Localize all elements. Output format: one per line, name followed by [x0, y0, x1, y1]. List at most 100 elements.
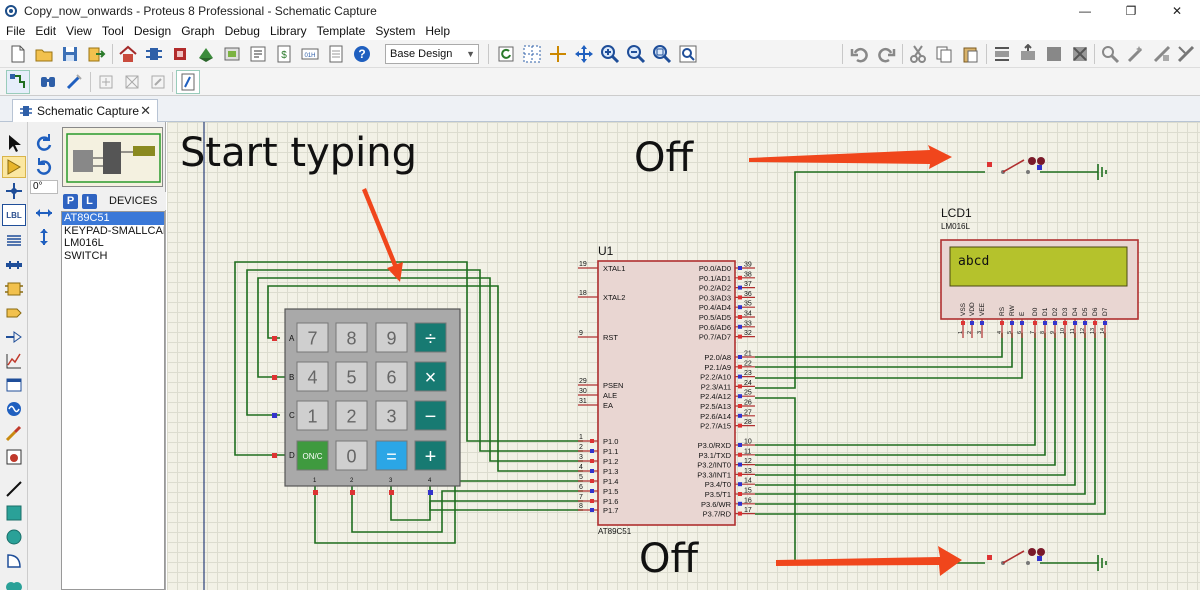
menu-template[interactable]: Template — [316, 24, 366, 38]
design-explorer-icon[interactable] — [246, 42, 270, 66]
wire-autorouter-icon[interactable] — [6, 70, 30, 94]
help-icon[interactable]: ? — [350, 42, 374, 66]
block-copy-icon[interactable] — [990, 42, 1014, 66]
save-icon[interactable] — [58, 42, 82, 66]
close-tab-icon[interactable]: ✕ — [140, 103, 151, 118]
zoom-area-icon[interactable] — [676, 42, 700, 66]
pan-icon[interactable] — [572, 42, 596, 66]
menu-debug[interactable]: Debug — [224, 24, 260, 38]
menu-file[interactable]: File — [6, 24, 26, 38]
cut-icon[interactable] — [906, 42, 930, 66]
device-item-at89c51[interactable]: AT89C51 — [62, 212, 164, 225]
bus-icon[interactable] — [2, 254, 26, 276]
make-device-icon[interactable] — [1124, 42, 1148, 66]
voltage-probe-icon[interactable] — [2, 422, 26, 444]
keypad-key[interactable] — [375, 322, 408, 353]
menu-design[interactable]: Design — [133, 24, 172, 38]
rotate-anticlockwise-icon[interactable] — [32, 156, 56, 178]
overview-window[interactable] — [62, 127, 163, 187]
box-tool-icon[interactable] — [2, 502, 26, 524]
device-pins-icon[interactable] — [2, 326, 26, 348]
keypad-key[interactable] — [335, 400, 368, 431]
menu-view[interactable]: View — [66, 24, 92, 38]
mirror-horizontal-icon[interactable] — [32, 202, 56, 224]
zoom-out-icon[interactable] — [624, 42, 648, 66]
remove-sheet-icon[interactable] — [120, 70, 144, 94]
keypad-key[interactable] — [335, 322, 368, 353]
tape-recorder-icon[interactable] — [2, 374, 26, 396]
keypad-key[interactable] — [414, 361, 447, 392]
new-file-icon[interactable] — [6, 42, 30, 66]
lcd-lm016l[interactable]: LCD1 LM016L abcd VSS1VDD2VEE3RS4RW5E6D07… — [940, 206, 1139, 338]
keypad-key[interactable] — [335, 361, 368, 392]
pick-devices-button[interactable]: P — [63, 193, 78, 209]
path-tool-icon[interactable] — [2, 574, 26, 590]
device-item-lm016l[interactable]: LM016L — [64, 237, 104, 249]
device-item-keypad[interactable]: KEYPAD-SMALLCALC — [64, 224, 164, 237]
electrical-rule-check-icon[interactable] — [176, 70, 200, 94]
pick-parts-icon[interactable] — [1098, 42, 1122, 66]
keypad-key[interactable] — [375, 400, 408, 431]
zoom-in-icon[interactable] — [598, 42, 622, 66]
menu-library[interactable]: Library — [269, 24, 307, 38]
junction-dot-icon[interactable] — [2, 180, 26, 202]
exit-to-parent-icon[interactable] — [146, 70, 170, 94]
search-part-icon[interactable] — [36, 70, 60, 94]
redo-icon[interactable] — [874, 42, 898, 66]
selection-mode-icon[interactable] — [2, 132, 26, 154]
component-mode-icon[interactable] — [2, 156, 26, 178]
keypad-key[interactable] — [414, 400, 447, 431]
menu-help[interactable]: Help — [425, 24, 451, 38]
line-tool-icon[interactable] — [2, 478, 26, 500]
generator-mode-icon[interactable] — [2, 398, 26, 420]
origin-icon[interactable] — [546, 42, 570, 66]
menu-graph[interactable]: Graph — [181, 24, 215, 38]
block-rotate-icon[interactable] — [1042, 42, 1066, 66]
terminals-mode-icon[interactable] — [2, 302, 26, 324]
minimize-button[interactable]: — — [1079, 4, 1091, 18]
open-folder-icon[interactable] — [32, 42, 56, 66]
keypad-key[interactable] — [414, 322, 447, 353]
circle-tool-icon[interactable] — [2, 526, 26, 548]
pcb-icon[interactable] — [168, 42, 192, 66]
library-manager-button[interactable]: L — [82, 193, 97, 209]
netlist-icon[interactable]: 01H — [298, 42, 322, 66]
wire-label-icon[interactable]: LBL — [2, 204, 26, 226]
keypad-key[interactable] — [335, 440, 368, 471]
packaging-tool-icon[interactable] — [1150, 42, 1174, 66]
notes-icon[interactable] — [324, 42, 348, 66]
keypad-key[interactable] — [414, 440, 447, 471]
zoom-all-icon[interactable] — [650, 42, 674, 66]
menu-system[interactable]: System — [375, 24, 416, 38]
keypad-key[interactable] — [296, 400, 329, 431]
keypad-key[interactable] — [296, 361, 329, 392]
block-delete-icon[interactable] — [1068, 42, 1092, 66]
paste-icon[interactable] — [958, 42, 982, 66]
new-sheet-icon[interactable] — [94, 70, 118, 94]
subcircuit-icon[interactable] — [2, 278, 26, 300]
grid-toggle-icon[interactable] — [520, 42, 544, 66]
refresh-icon[interactable] — [494, 42, 518, 66]
virtual-instruments-icon[interactable] — [2, 446, 26, 468]
mirror-vertical-icon[interactable] — [32, 226, 56, 248]
undo-icon[interactable] — [848, 42, 872, 66]
copy-icon[interactable] — [932, 42, 956, 66]
keypad-key[interactable] — [375, 361, 408, 392]
property-assignment-icon[interactable] — [62, 70, 86, 94]
keypad-key[interactable] — [296, 322, 329, 353]
decompose-icon[interactable] — [1174, 42, 1198, 66]
keypad-key[interactable] — [375, 440, 408, 471]
text-script-icon[interactable] — [2, 230, 26, 252]
close-button[interactable]: ✕ — [1171, 4, 1183, 18]
rotation-angle-field[interactable]: 0° — [30, 180, 58, 194]
graph-mode-icon[interactable] — [2, 350, 26, 372]
arc-tool-icon[interactable] — [2, 550, 26, 572]
3d-view-icon[interactable] — [194, 42, 218, 66]
bom-icon[interactable]: $ — [272, 42, 296, 66]
tab-schematic-capture[interactable]: Schematic Capture ✕ — [12, 99, 158, 122]
design-variant-select[interactable]: Base Design▼ — [385, 44, 479, 64]
schematic-icon[interactable] — [142, 42, 166, 66]
import-icon[interactable] — [84, 42, 108, 66]
